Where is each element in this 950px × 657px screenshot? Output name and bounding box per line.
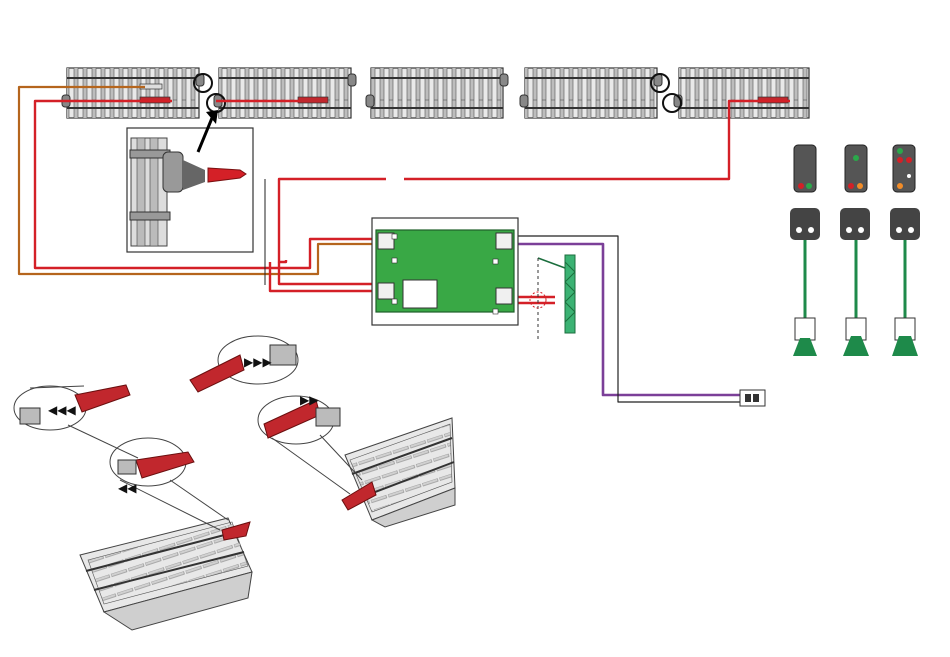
arrow-icon: ▶▶▶ <box>244 355 272 369</box>
connector-clip <box>136 452 194 478</box>
rail-end <box>316 408 340 426</box>
track-section <box>62 68 204 118</box>
connector-plug-icon <box>740 390 765 406</box>
arrow-icon: ▶▶ <box>300 393 319 407</box>
rail-end <box>270 345 296 365</box>
signal-light-icon <box>897 157 903 163</box>
signal-light-icon <box>806 183 812 189</box>
rail-end <box>118 460 136 474</box>
arrow-icon: ◀◀ <box>118 481 137 495</box>
connector-pin <box>392 234 397 239</box>
iso-track-right <box>342 418 455 527</box>
connector-pin <box>392 258 397 263</box>
signal-light-icon <box>798 183 804 189</box>
zoom-bubble <box>14 336 362 530</box>
rail-end <box>20 408 40 424</box>
feeder-clip-icon <box>298 97 328 103</box>
track-power-wire <box>279 179 386 262</box>
terminal-block <box>496 233 512 249</box>
terminal-block <box>378 233 394 249</box>
signal-2 <box>840 145 870 356</box>
terminal-block <box>378 283 394 299</box>
connector-clip <box>190 355 244 392</box>
signal-1 <box>790 145 820 356</box>
chip <box>403 280 437 308</box>
signal-light-icon <box>853 155 859 161</box>
terminal-block <box>496 288 512 304</box>
clip-detail-inset <box>127 128 253 252</box>
track-section <box>520 68 662 118</box>
decoder-module <box>372 218 518 325</box>
signal-3 <box>890 145 920 356</box>
connector-pin <box>493 309 498 314</box>
track-row <box>62 68 809 118</box>
connector-pin <box>392 299 397 304</box>
connector-clip <box>75 385 130 412</box>
signal-light-icon <box>848 183 854 189</box>
signal-light-icon <box>906 157 912 163</box>
iso-track-left <box>80 518 252 630</box>
signal-light-icon <box>897 183 903 189</box>
signal-light-icon <box>897 148 903 154</box>
track-section <box>214 68 356 118</box>
track-section <box>674 68 809 118</box>
track-power-wire <box>270 262 373 291</box>
signal-light-icon <box>857 183 863 189</box>
track-section <box>366 68 508 118</box>
arrow-icon: ◀◀◀ <box>48 403 76 417</box>
connector-pin <box>493 259 498 264</box>
signal-light-icon <box>907 174 911 178</box>
control-wire <box>513 244 740 395</box>
